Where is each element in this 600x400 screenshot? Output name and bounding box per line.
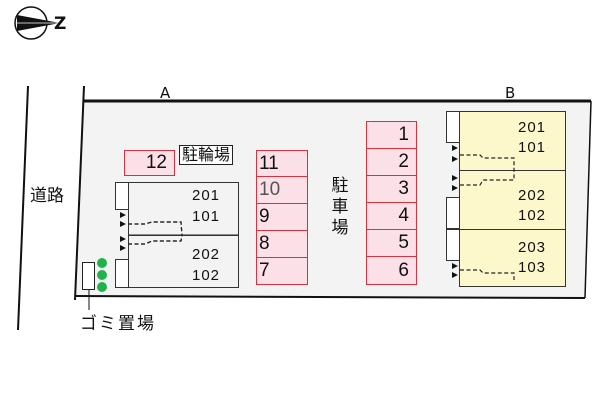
building-b-unit-3 bbox=[459, 229, 566, 287]
parking-slot-11: 11 bbox=[256, 150, 308, 177]
parking-slot-5: 5 bbox=[366, 229, 417, 257]
parking-slot-1: 1 bbox=[366, 121, 417, 149]
building-b-unit-2 bbox=[459, 170, 566, 230]
parking-slot-3: 3 bbox=[366, 175, 417, 203]
unit-number: 103 bbox=[518, 259, 547, 276]
parking-slot-6: 6 bbox=[366, 256, 417, 285]
building-a-entrance-bottom bbox=[115, 259, 129, 288]
unit-number: 102 bbox=[192, 267, 221, 284]
unit-number: 202 bbox=[518, 187, 547, 204]
parking-slot-4: 4 bbox=[366, 202, 417, 230]
building-a-unit-1 bbox=[128, 182, 239, 236]
garbage-label: ゴミ置場 bbox=[80, 314, 156, 334]
building-b-entrance-3 bbox=[446, 229, 460, 261]
parking-slot-9: 9 bbox=[256, 203, 308, 231]
parking-slot-2: 2 bbox=[366, 148, 417, 176]
bicycle-parking: 駐輪場 bbox=[179, 145, 234, 165]
building-a-unit-2 bbox=[128, 235, 239, 288]
building-b-label: B bbox=[505, 84, 516, 102]
entrance-arrow-icon bbox=[452, 272, 458, 278]
tree-icon bbox=[97, 270, 107, 280]
unit-number: 203 bbox=[518, 239, 547, 256]
tree-icon bbox=[97, 258, 107, 268]
entrance-arrow-icon bbox=[120, 236, 126, 242]
building-a-label: A bbox=[160, 84, 171, 102]
entrance-arrow-icon bbox=[452, 263, 458, 269]
entrance-arrow-icon bbox=[120, 221, 126, 227]
car-parking-label: 駐 車 場 bbox=[331, 176, 349, 238]
building-b-unit-1 bbox=[459, 111, 566, 171]
building-a-entrance-top bbox=[115, 182, 129, 210]
parking-slot-10: 10 bbox=[256, 176, 308, 204]
road-edge bbox=[17, 85, 29, 331]
building-b-entrance-2 bbox=[446, 197, 460, 229]
unit-number: 102 bbox=[518, 207, 547, 224]
unit-number: 101 bbox=[518, 139, 547, 156]
unit-number: 202 bbox=[192, 246, 221, 263]
parking-slot-8: 8 bbox=[256, 230, 308, 258]
parking-slot-12: 12 bbox=[124, 150, 175, 176]
entrance-arrow-icon bbox=[452, 185, 458, 191]
compass: Z bbox=[14, 4, 74, 44]
entrance-arrow-icon bbox=[452, 156, 458, 162]
entrance-arrow-icon bbox=[120, 245, 126, 251]
north-arrow-icon bbox=[14, 6, 60, 40]
garbage-bin bbox=[82, 262, 95, 290]
entrance-arrow-icon bbox=[120, 212, 126, 218]
unit-number: 101 bbox=[192, 208, 221, 225]
entrance-arrow-icon bbox=[452, 145, 458, 151]
tree-icon bbox=[97, 282, 107, 292]
parking-slot-7: 7 bbox=[256, 257, 308, 285]
road-label: 道路 bbox=[30, 186, 64, 206]
compass-label: Z bbox=[54, 14, 67, 34]
unit-number: 201 bbox=[192, 187, 221, 204]
building-b-entrance-1 bbox=[446, 111, 460, 143]
unit-number: 201 bbox=[518, 119, 547, 136]
entrance-arrow-icon bbox=[452, 175, 458, 181]
